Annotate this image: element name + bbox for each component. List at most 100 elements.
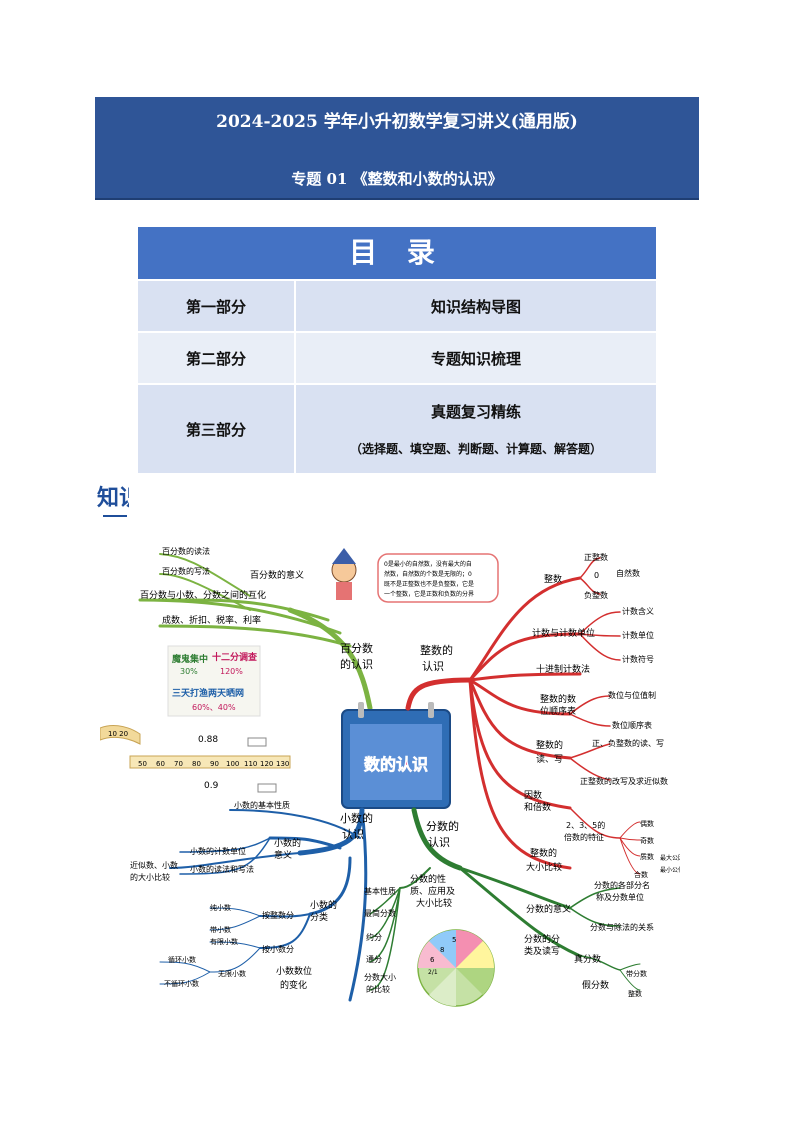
fraction-cmp-2: 的比较 bbox=[366, 984, 390, 994]
integer-cmp-2: 大小比较 bbox=[526, 861, 562, 873]
integer-rw1: 正、负整数的读、写 bbox=[592, 738, 664, 748]
decimal-cmp: 近似数、小数 bbox=[130, 860, 178, 870]
integer-o1: 数位与位值制 bbox=[608, 690, 656, 700]
ruler-tick: 110 bbox=[244, 760, 257, 768]
integer-branch-lines bbox=[405, 557, 641, 875]
ruler-blank-box bbox=[257, 783, 277, 793]
ruler-tick: 60 bbox=[156, 760, 165, 768]
integer-c3: 计数符号 bbox=[622, 654, 654, 664]
toc-row: 第三部分 真题复习精练 （选择题、填空题、判断题、计算题、解答题） bbox=[138, 385, 656, 473]
ruler-tick: 70 bbox=[174, 760, 183, 768]
wheel-label: 5 bbox=[452, 936, 456, 944]
fraction-m2: 分数与除法的关系 bbox=[590, 922, 654, 932]
integer-pos: 正整数 bbox=[584, 552, 608, 562]
toc-part: 第三部分 bbox=[138, 385, 294, 473]
fraction-title: 分数的 bbox=[426, 819, 459, 833]
calendar-ring bbox=[428, 702, 434, 718]
speech-bubble bbox=[377, 553, 499, 603]
ruler-ticks: 50 60 70 80 90 100 110 120 130 bbox=[138, 760, 289, 768]
wheel-slice bbox=[429, 929, 456, 968]
fraction-improper: 假分数 bbox=[582, 979, 609, 991]
wheel-slice bbox=[456, 929, 483, 968]
center-node-screen bbox=[350, 724, 442, 800]
toc-content: 真题复习精练 （选择题、填空题、判断题、计算题、解答题） bbox=[296, 385, 656, 473]
integer-odd: 奇数 bbox=[640, 836, 654, 845]
fraction-cmp: 分数大小 bbox=[364, 972, 396, 982]
decimal-infinite: 无限小数 bbox=[218, 969, 246, 978]
fraction-whole: 整数 bbox=[628, 989, 642, 998]
integer-mult-2: 倍数的特征 bbox=[564, 832, 604, 842]
section-underline bbox=[103, 515, 127, 517]
decimal-finite: 有限小数 bbox=[210, 937, 238, 946]
integer-factor-2: 和倍数 bbox=[524, 801, 551, 813]
integer-rw-2: 读、写 bbox=[536, 753, 563, 765]
ruler-value-2: 0.9 bbox=[204, 781, 219, 791]
document-title: 2024-2025 学年小升初数学复习讲义(通用版) bbox=[216, 112, 578, 132]
fraction-branch-lines bbox=[369, 807, 641, 991]
wheel-label: 2/1 bbox=[428, 969, 438, 976]
integer-mult: 2、3、5的 bbox=[566, 820, 605, 830]
integer-count: 计数与计数单位 bbox=[532, 627, 595, 639]
ad-text-3: 三天打渔两天晒网 bbox=[172, 687, 244, 699]
percent-title: 百分数 bbox=[340, 642, 373, 655]
speech-line: 一个整数，它是正数和负数的分界 bbox=[384, 590, 474, 598]
fraction-wheel: 5 8 6 2/1 bbox=[417, 929, 495, 1007]
fraction-reduce: 约分 bbox=[366, 932, 382, 942]
decimal-title-2: 认识 bbox=[342, 828, 364, 841]
ruler-tick: 130 bbox=[276, 760, 289, 768]
header-banner: 2024-2025 学年小升初数学复习讲义(通用版) 专题 01 《整数和小数的… bbox=[95, 97, 699, 200]
fraction-prop-3: 大小比较 bbox=[416, 897, 452, 909]
decimal-meaning: 小数的 bbox=[274, 837, 301, 849]
toc-content: 专题知识梳理 bbox=[296, 333, 656, 383]
percent-branch-lines bbox=[138, 553, 373, 711]
fraction-simplest: 最简分数 bbox=[364, 908, 396, 918]
ad-p3: 60%、40% bbox=[192, 703, 236, 712]
fraction-cls-2: 类及读写 bbox=[524, 945, 560, 957]
decimal-rw: 小数的读法和写法 bbox=[190, 864, 254, 874]
decimal-cmp-2: 的大小比较 bbox=[130, 872, 170, 882]
integer-neg: 负整数 bbox=[584, 590, 608, 600]
character-body bbox=[336, 582, 352, 600]
decimal-title: 小数的 bbox=[340, 811, 373, 825]
toc-content: 知识结构导图 bbox=[296, 281, 656, 331]
speech-line: 0是最小的自然数，没有最大的自 bbox=[384, 560, 472, 568]
section-heading: 知识结构导图 bbox=[97, 486, 129, 511]
calendar-ring bbox=[358, 702, 364, 718]
toc-part: 第二部分 bbox=[138, 333, 294, 383]
decimal-branch-lines bbox=[159, 807, 368, 1002]
integer-o2: 数位顺序表 bbox=[612, 720, 652, 730]
decimal-shift-2: 的变化 bbox=[280, 979, 307, 991]
fraction-m1: 分数的各部分名 bbox=[594, 880, 650, 890]
wheel-label: 6 bbox=[430, 956, 435, 964]
integer-title-2: 认识 bbox=[422, 660, 444, 673]
fraction-title-2: 认识 bbox=[428, 836, 450, 849]
percent-title-2: 的认识 bbox=[340, 657, 373, 671]
fraction-prop: 分数的性 bbox=[410, 873, 446, 885]
table-of-contents: 目 录 第一部分 知识结构导图 第二部分 专题知识梳理 第三部分 真题复习精练 … bbox=[138, 227, 656, 473]
fraction-cls: 分数的分 bbox=[524, 933, 560, 945]
ruler-tick: 80 bbox=[192, 760, 201, 768]
integer-cmp: 整数的 bbox=[530, 847, 557, 859]
ruler-tick: 120 bbox=[260, 760, 273, 768]
fraction-m1-2: 称及分数单位 bbox=[596, 892, 644, 902]
ad-text-2: 十二分调查 bbox=[212, 651, 258, 663]
decimal-mixed: 带小数 bbox=[210, 925, 231, 934]
ad-p2: 120% bbox=[220, 667, 243, 676]
ruler-blank-box bbox=[247, 737, 267, 747]
toc-row: 第二部分 专题知识梳理 bbox=[138, 333, 656, 383]
decimal-byint: 按整数分 bbox=[262, 910, 294, 920]
decimal-meaning-2: 意义 bbox=[274, 849, 292, 861]
decimal-recurring: 循环小数 bbox=[168, 955, 196, 964]
fraction-meaning: 分数的意义 bbox=[526, 903, 571, 915]
ruler-value-1: 0.88 bbox=[198, 735, 218, 745]
integer-c2: 计数单位 bbox=[622, 630, 654, 640]
integer-lcm: 最小公倍数 bbox=[660, 866, 680, 874]
character-hair bbox=[332, 548, 356, 564]
integer-nat: 自然数 bbox=[616, 568, 640, 578]
integer-composite: 合数 bbox=[634, 870, 648, 879]
decimal-shift: 小数数位 bbox=[276, 965, 312, 977]
integer-gcd: 最大公因数 bbox=[660, 854, 680, 862]
toc-content-sub: （选择题、填空题、判断题、计算题、解答题） bbox=[349, 442, 602, 456]
decimal-pure: 纯小数 bbox=[210, 903, 231, 912]
toc-row: 第一部分 知识结构导图 bbox=[138, 281, 656, 331]
